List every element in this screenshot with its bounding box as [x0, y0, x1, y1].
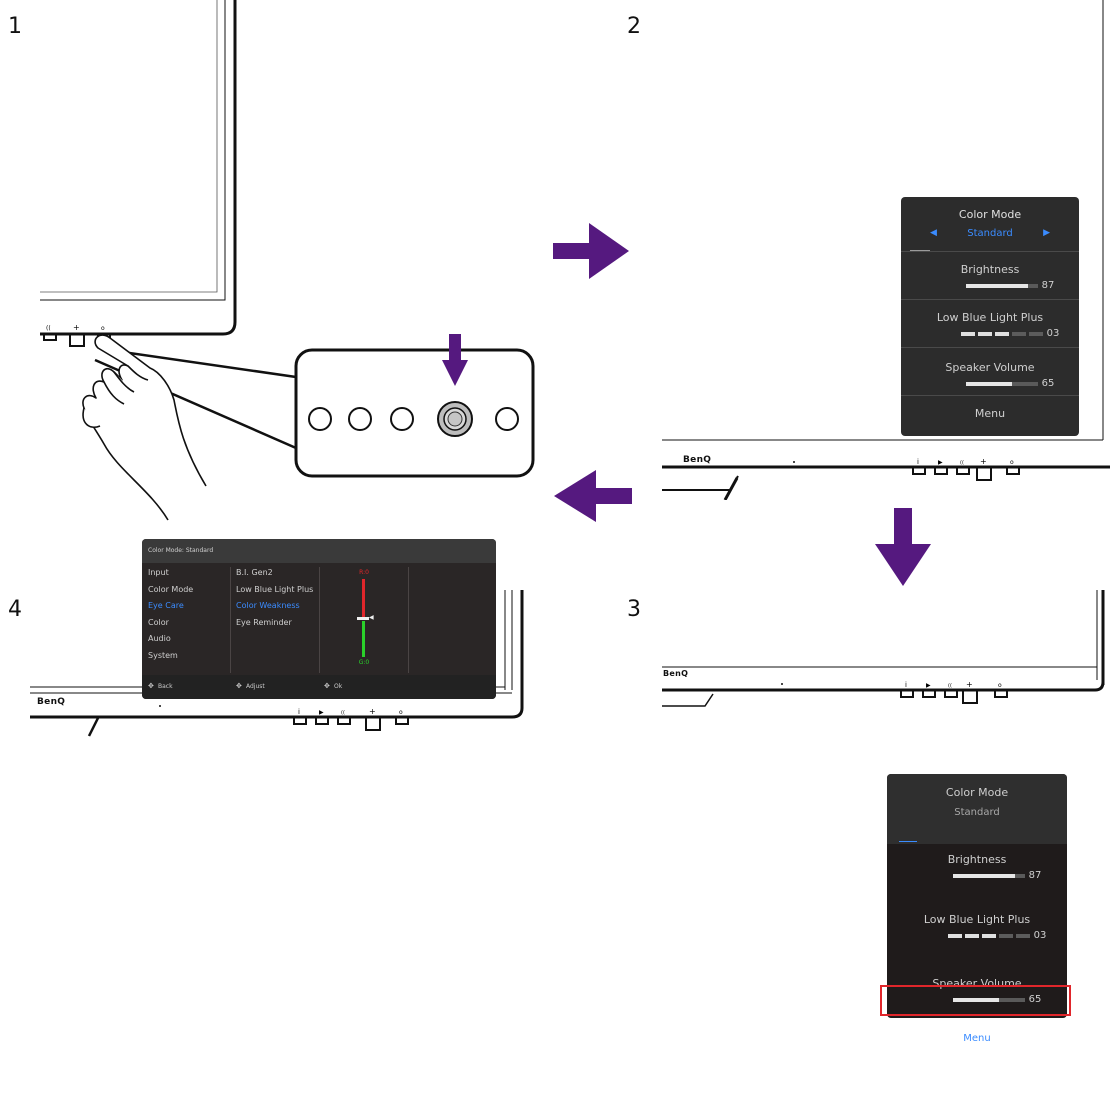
menu-column-1: Input Color Mode Eye Care Color Audio Sy…: [148, 565, 228, 673]
finger-press-icon: [82, 334, 207, 521]
joystick-icon: [437, 401, 473, 437]
svg-text:+: +: [966, 680, 973, 689]
osd-menu-button[interactable]: Menu: [974, 407, 1006, 420]
osd-color-mode-value[interactable]: Standard: [954, 807, 1000, 818]
svg-text:i: i: [905, 681, 907, 689]
osd-speaker-volume-value: 65: [1041, 378, 1055, 389]
svg-text:▶: ▶: [926, 682, 931, 689]
osd-low-blue-light-value: 03: [1046, 328, 1060, 339]
menu-item-color[interactable]: Color: [148, 617, 169, 627]
osd-brightness-value: 87: [1028, 870, 1042, 881]
slider-handle[interactable]: [357, 617, 369, 620]
osd-brightness-label: Brightness: [960, 263, 1020, 276]
slider-bottom-label: G:0: [358, 659, 370, 666]
main-menu-panel: Color Mode: Standard Input Color Mode Ey…: [142, 539, 496, 699]
svg-text:▶: ▶: [938, 459, 943, 466]
arrow-down-icon: [442, 334, 468, 386]
footer-back[interactable]: Back: [158, 683, 173, 690]
arrow-left-icon: [554, 470, 632, 522]
menu-item-bi-gen2[interactable]: B.I. Gen2: [236, 568, 273, 577]
ok-control-icon: ✥: [324, 682, 330, 690]
footer-adjust[interactable]: Adjust: [246, 683, 265, 690]
menu-item-low-blue-light-plus[interactable]: Low Blue Light Plus: [236, 584, 314, 594]
brand-logo-4: BenQ: [37, 697, 66, 707]
chevron-right-icon[interactable]: ▶: [1043, 228, 1050, 238]
quick-menu-panel-2: Color Mode ◀ Standard ▶ Brightness 87 Lo…: [901, 197, 1079, 436]
osd-speaker-volume-slider[interactable]: [965, 381, 1038, 386]
arrow-down-icon: [875, 508, 931, 586]
menu-item-audio[interactable]: Audio: [148, 634, 171, 643]
osd-speaker-volume-label: Speaker Volume: [945, 361, 1035, 374]
osd-menu-button[interactable]: Menu: [963, 1033, 991, 1044]
osd-brightness-slider[interactable]: [965, 283, 1038, 288]
slider-fill: [965, 283, 1029, 288]
osd-low-blue-light-level[interactable]: [960, 331, 1043, 336]
svg-text:+: +: [73, 323, 80, 332]
slider-red-track: [362, 579, 365, 617]
osd-brightness-label: Brightness: [947, 853, 1007, 866]
osd-brightness-value: 87: [1041, 280, 1055, 291]
slider-green-track: [362, 621, 365, 657]
menu-header: Color Mode: Standard: [142, 539, 496, 563]
step2-monitor: i ▶ (( + o: [662, 0, 1110, 500]
step-number-3: 3: [627, 597, 641, 622]
osd-low-blue-light-level[interactable]: [947, 933, 1030, 938]
svg-text:o: o: [1010, 459, 1014, 466]
svg-text:((: ((: [341, 710, 345, 716]
svg-text:i: i: [917, 458, 919, 466]
slider-pointer-icon: ◀: [369, 614, 374, 621]
step-number-2: 2: [627, 14, 641, 39]
menu-item-system[interactable]: System: [148, 650, 178, 660]
arrow-right-icon: [553, 223, 629, 279]
menu-item-input[interactable]: Input: [148, 568, 169, 577]
brand-logo-3: BenQ: [663, 669, 689, 678]
osd-speaker-volume-slider[interactable]: [952, 997, 1025, 1002]
back-control-icon: ✥: [148, 682, 154, 690]
svg-text:+: +: [369, 707, 376, 716]
osd-title: Color Mode: [945, 786, 1009, 799]
svg-text:i: i: [298, 708, 300, 716]
divider: [230, 567, 231, 673]
svg-text:o: o: [998, 682, 1002, 689]
slider-fill: [952, 873, 1016, 878]
chevron-left-icon[interactable]: ◀: [930, 228, 937, 238]
menu-item-color-weakness[interactable]: Color Weakness: [236, 601, 300, 610]
menu-column-2: B.I. Gen2 Low Blue Light Plus Color Weak…: [236, 565, 322, 673]
divider: [319, 567, 320, 673]
svg-text:((: ((: [46, 325, 51, 332]
menu-item-eye-reminder[interactable]: Eye Reminder: [236, 617, 292, 627]
brand-logo-2: BenQ: [683, 455, 712, 465]
menu-footer: ✥ Back ✥ Adjust ✥ Ok: [142, 675, 496, 699]
osd-low-blue-light-label: Low Blue Light Plus: [936, 311, 1044, 324]
svg-text:((: ((: [948, 683, 952, 689]
osd-color-mode-value[interactable]: Standard: [967, 228, 1013, 239]
callout-buttons: [308, 407, 519, 431]
svg-text:▶: ▶: [319, 709, 324, 716]
step1-illustration: (( + o: [40, 0, 535, 521]
step-number-4: 4: [8, 597, 22, 622]
svg-text:o: o: [399, 709, 403, 716]
osd-low-blue-light-value: 03: [1033, 930, 1047, 941]
slider-fill: [952, 997, 1000, 1002]
menu-item-eye-care[interactable]: Eye Care: [148, 601, 184, 610]
osd-brightness-slider[interactable]: [952, 873, 1025, 878]
slider-fill: [965, 381, 1013, 386]
svg-text:+: +: [980, 457, 987, 466]
svg-text:o: o: [101, 325, 105, 332]
slider-top-label: R:0: [359, 569, 369, 576]
adjust-control-icon: ✥: [236, 682, 242, 690]
svg-text:((: ((: [960, 460, 964, 466]
color-weakness-slider[interactable]: R:0 ◀ G:0: [352, 565, 376, 673]
footer-ok[interactable]: Ok: [334, 683, 343, 690]
menu-item-color-mode[interactable]: Color Mode: [148, 584, 194, 594]
step-number-1: 1: [8, 14, 22, 39]
osd-low-blue-light-label: Low Blue Light Plus: [923, 913, 1031, 926]
menu-highlight-box: [880, 985, 1071, 1016]
osd-speaker-volume-value: 65: [1028, 994, 1042, 1005]
quick-menu-panel-3: Color Mode Standard Brightness 87 Low Bl…: [887, 774, 1067, 1044]
step3-monitor: i ▶ (( + o: [662, 590, 1105, 707]
divider: [408, 567, 409, 673]
osd-title: Color Mode: [958, 208, 1022, 221]
